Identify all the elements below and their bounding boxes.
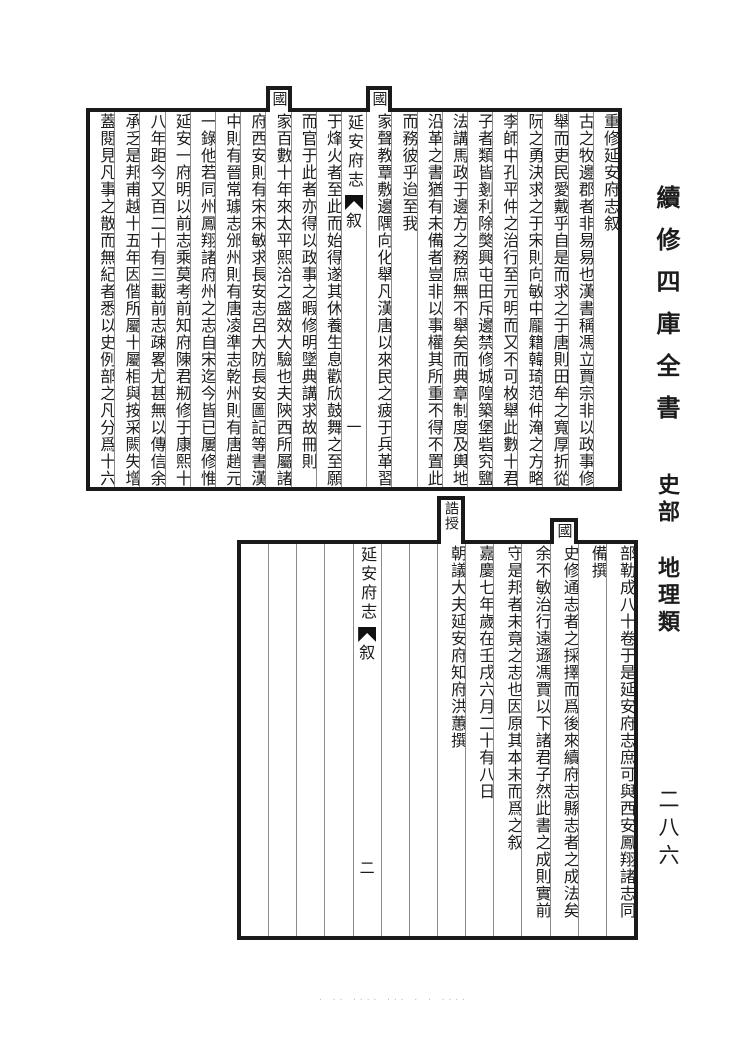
text-column: 蓋閱見凡事之散而無紀者悉以史例部之凡分爲十六 (97, 113, 115, 487)
bottom-leaf-block: 國 誥授 部勒成八十卷于是延安府志庶可與西安鳳翔諸志同 備撰 史修通志者之採擇而… (237, 496, 638, 940)
top-leaf-block: 國 國 重修延安府志叙 古之牧邊郡者非易易也漢書稱馮立賈宗非以政事修 舉而吏民愛… (86, 86, 622, 491)
banxin-section-label: 叙 (359, 643, 376, 662)
blank-column (408, 544, 437, 936)
folio-page-number: 二八六 (656, 788, 680, 872)
text-column: 子者類皆剗利除獘興屯田斥邊禁修城隍築堡砦究鹽 (466, 112, 492, 487)
text-column: 守是邦者未竟之志也因原其本末而爲之叙 (493, 544, 521, 936)
text-column: 史修通志者之採擇而爲後來續府志縣志者之成法矣 (549, 544, 578, 936)
top-leaf-frame: 重修延安府志叙 古之牧邊郡者非易易也漢書稱馮立賈宗非以政事修 舉而吏民愛戴乎自是… (86, 108, 622, 491)
text-column: 而官于此者亦得以政事之暇修明墜典講求故冊則 (290, 112, 316, 487)
text-column: 于烽火者至此而始得遂其休養生息歡欣鼓舞之至願 (315, 112, 341, 487)
text-column: 承乏是邦甫越十五年因偕所屬十屬相與按采闕失增 (114, 112, 139, 487)
text-column: 備撰 (577, 544, 606, 936)
raised-char: 國 (270, 91, 289, 107)
text-column: 嘉慶七年歲在壬戌六月二十有八日 (465, 544, 493, 936)
text-column: 八年距今又百二十有三載前志疎畧尤甚無以傳信余 (139, 112, 165, 487)
text-column: 法講馬政于邊方之務庶無不舉矣而典章制度及輿地 (441, 112, 467, 487)
raised-char: 誥授 (443, 501, 459, 531)
banxin-title: 延安府志 (345, 114, 365, 190)
raised-char: 國 (370, 91, 389, 107)
text-column: 阮之勇決求之于宋則向敏中龎籍韓琦范仲淹之方略 (517, 112, 542, 487)
series-section-label: 史部 (654, 473, 680, 527)
text-column: 中則有晉常璩志邠州則有唐凌準志乾州則有唐趙元 (215, 112, 240, 487)
text-column: 延安一府明以前志乘莫考前知府陳君剏修于康熙十 (164, 112, 190, 487)
text-column: 部勒成八十卷于是延安府志庶可與西安鳳翔諸志同 (605, 544, 634, 936)
scan-artifact-marks: · ·· ···· ··· · · ···· (318, 995, 468, 1004)
banxin-section-label: 叙 (346, 211, 363, 230)
text-column: 沿革之書猶有未備者豈非以事權其所重不得不置此 (416, 112, 442, 487)
raised-char-bump: 誥授 (437, 496, 465, 544)
banxin-title: 延安府志 (358, 546, 378, 622)
text-column: 一錄他若同州鳳翔諸府州之志自宋迄今皆已屢修惟 (189, 112, 215, 487)
text-column: 余不敏治行遠遜馮賈以下諸君子然此書之成則實前 (521, 544, 550, 936)
text-column: 古之牧邊郡者非易易也漢書稱馮立賈宗非以政事修 (567, 112, 593, 487)
bottom-leaf-frame: 部勒成八十卷于是延安府志庶可與西安鳳翔諸志同 備撰 史修通志者之採擇而爲後來續府… (237, 540, 638, 940)
text-column: 家百數十年來太平熙洽之盛效大驗也夫陝西所屬諸 (265, 112, 291, 487)
banxin-column: 延安府志 叙 一 (340, 112, 366, 487)
banxin-page-number: 二 (359, 859, 375, 877)
text-column: 朝議大夫延安府知府洪蕙撰 (437, 544, 465, 936)
blank-column (241, 544, 268, 936)
raised-char-bump: 國 (366, 86, 392, 112)
banxin-column: 延安府志 叙 二 (352, 544, 381, 936)
text-column: 舉而吏民愛戴乎自是而求之于唐則田牟之寬厚折從 (542, 112, 568, 487)
text-column: 而務彼乎迨至我 (391, 112, 417, 487)
series-title: 續修四庫全書 (652, 185, 681, 437)
text-column: 府西安則有宋宋敏求長安志呂大防長安圖記等書漢 (240, 112, 265, 487)
fishtail-ornament-icon (345, 195, 364, 210)
series-category-label: 地理類 (654, 556, 680, 637)
blank-column (296, 544, 324, 936)
blank-column (324, 544, 352, 936)
blank-column (380, 544, 409, 936)
text-column: 李師中孔平仲之治行至元明而又不可枚舉此數十君 (492, 112, 517, 487)
text-column: 家聲教覃敷邊隅向化舉凡漢唐以來民之疲于兵革習 (366, 112, 391, 487)
banxin-page-number: 一 (346, 418, 362, 436)
blank-column (268, 544, 296, 936)
fishtail-ornament-icon (358, 627, 377, 642)
raised-char: 國 (555, 523, 574, 539)
text-column: 重修延安府志叙 (592, 112, 618, 487)
raised-char-bump: 國 (550, 518, 578, 544)
raised-char-bump: 國 (266, 86, 292, 112)
